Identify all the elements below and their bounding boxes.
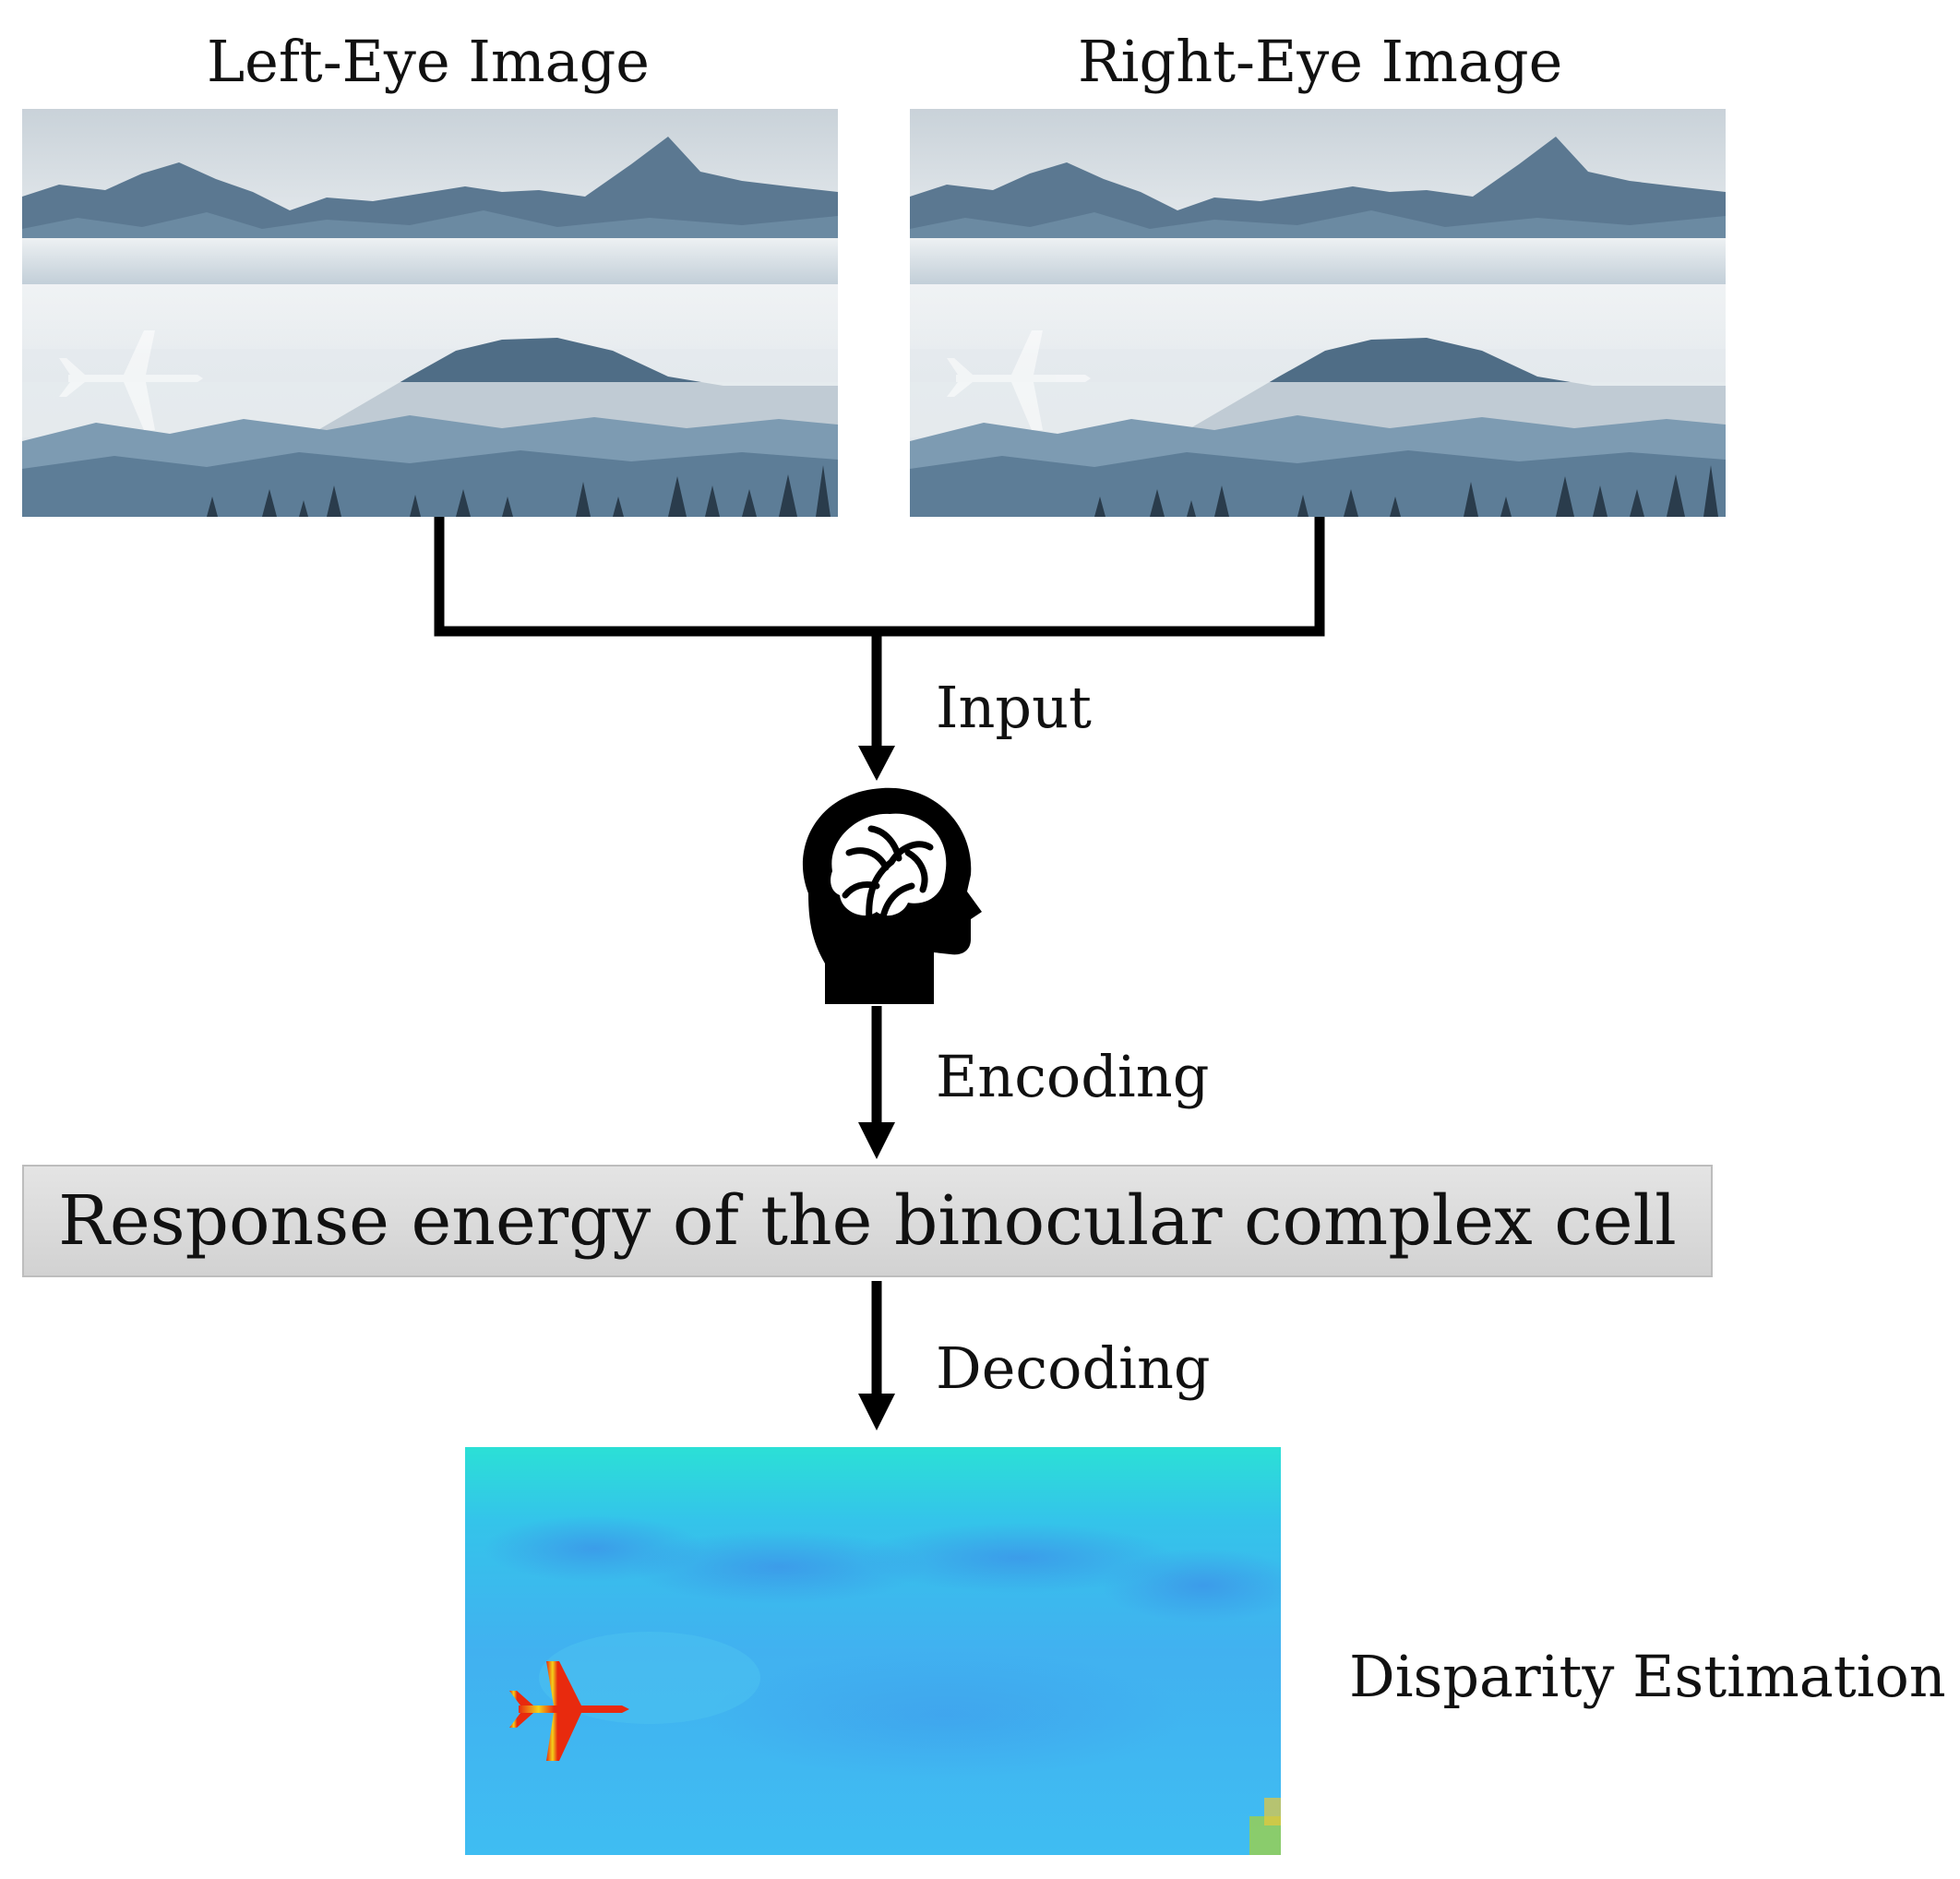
airplane-icon: [947, 330, 1091, 430]
input-label: Input: [936, 674, 1092, 741]
airplane-disparity-icon: [509, 1661, 629, 1761]
encoding-arrowhead: [858, 1122, 895, 1159]
response-energy-box: Response energy of the binocular complex…: [22, 1165, 1713, 1277]
response-energy-label: Response energy of the binocular complex…: [58, 1181, 1677, 1261]
airplane-icon: [59, 330, 203, 430]
disparity-estimation-caption: Disparity Estimation: [1349, 1643, 1946, 1710]
disparity-map: [465, 1447, 1281, 1855]
brain-head-icon: [802, 787, 982, 1004]
right-eye-caption: Right-Eye Image: [1078, 28, 1563, 95]
input-arrowhead: [858, 746, 895, 781]
left-eye-image: [22, 109, 838, 517]
left-eye-caption: Left-Eye Image: [207, 28, 650, 95]
decoding-arrowhead: [858, 1394, 895, 1430]
right-eye-image: [910, 109, 1726, 517]
left-connector: [434, 517, 1325, 637]
decoding-label: Decoding: [936, 1334, 1211, 1402]
encoding-label: Encoding: [936, 1043, 1210, 1110]
